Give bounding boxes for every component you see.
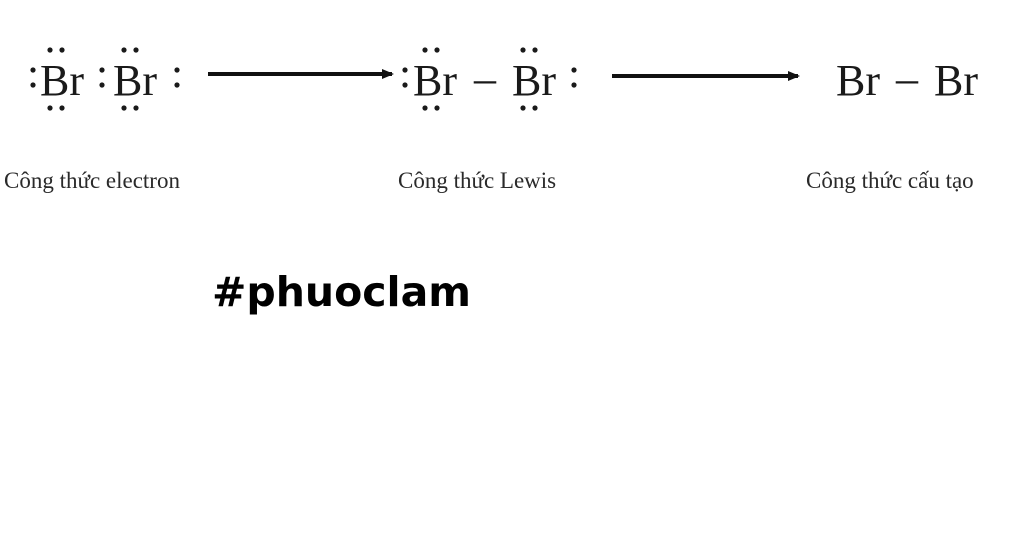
caption-lewis-formula: Công thức Lewis	[398, 168, 556, 193]
electron-dot	[422, 105, 428, 111]
electron-dot	[47, 47, 53, 53]
electron-dot	[121, 47, 127, 53]
electron-dot	[402, 67, 408, 73]
structural-atom-right: Br	[934, 56, 978, 105]
electron-dot	[532, 47, 538, 53]
structural-formula: Br – Br	[836, 54, 978, 105]
electron-dot	[402, 82, 408, 88]
electron-dot	[30, 82, 36, 88]
electron-dot	[520, 105, 526, 111]
electron-dot	[174, 82, 180, 88]
structural-atom-left: Br	[836, 56, 880, 105]
electron-dot	[520, 47, 526, 53]
electron-dot	[59, 47, 65, 53]
electron-dot	[47, 105, 53, 111]
lewis-atom-left: Br	[413, 56, 457, 105]
electron-atom-left: Br	[40, 56, 84, 105]
bromine-formula-diagram: Br Br Br – Br	[4, 47, 978, 193]
electron-dot	[434, 47, 440, 53]
electron-formula: Br Br	[30, 47, 180, 111]
electron-dot	[133, 105, 139, 111]
hashtag-watermark: #phuoclam	[212, 268, 471, 316]
electron-dot	[121, 105, 127, 111]
lewis-atom-right: Br	[512, 56, 556, 105]
lewis-bond: –	[473, 54, 497, 103]
electron-dot	[133, 47, 139, 53]
electron-dot	[30, 67, 36, 73]
shared-electron-dot	[99, 67, 105, 73]
electron-dot	[174, 67, 180, 73]
caption-structural-formula: Công thức cấu tạo	[806, 168, 974, 193]
electron-dot	[59, 105, 65, 111]
lewis-formula: Br – Br	[402, 47, 577, 111]
electron-dot	[571, 82, 577, 88]
shared-electron-dot	[99, 82, 105, 88]
electron-dot	[422, 47, 428, 53]
electron-dot	[434, 105, 440, 111]
caption-electron-formula: Công thức electron	[4, 168, 180, 193]
electron-dot	[532, 105, 538, 111]
electron-atom-right: Br	[113, 56, 157, 105]
electron-dot	[571, 67, 577, 73]
structural-bond: –	[895, 54, 919, 103]
